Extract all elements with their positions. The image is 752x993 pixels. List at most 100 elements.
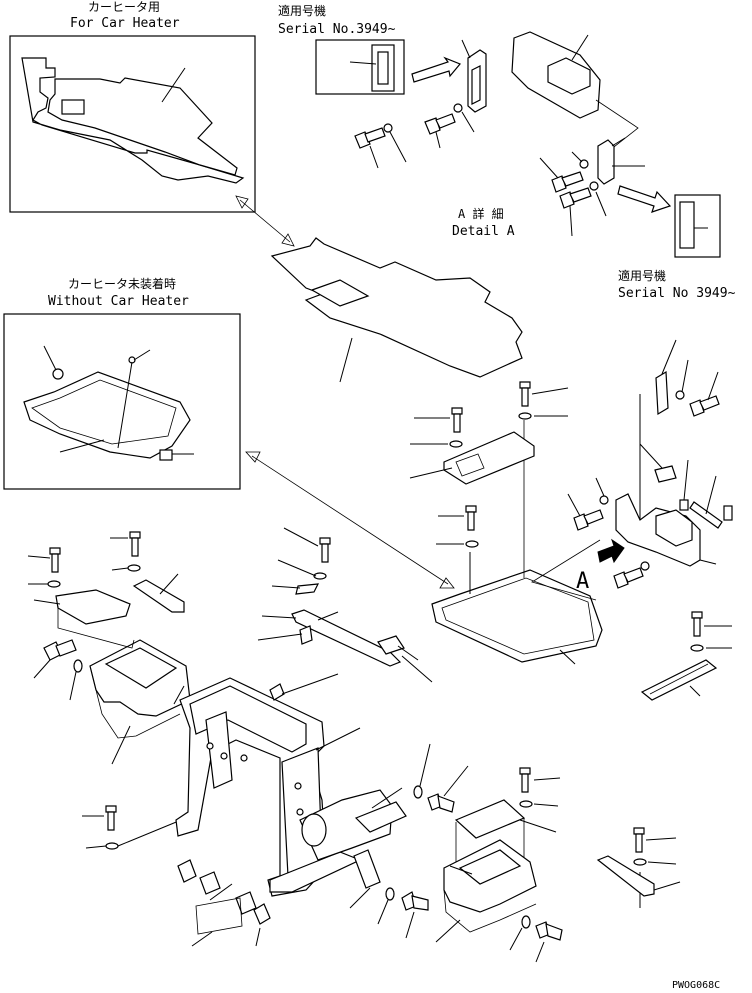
leader-line (443, 765, 469, 797)
right-step-components (413, 743, 681, 963)
bolt (427, 793, 455, 813)
main-floor-mat (270, 237, 523, 383)
left-components (27, 531, 191, 850)
leader-line (683, 459, 689, 501)
leader-line (653, 881, 681, 891)
leader-line (436, 515, 471, 594)
car-heater-frame (9, 35, 256, 213)
car-heater-title-jp: カーヒータ用 (88, 0, 160, 14)
detail-title-jp: A 詳 細 (458, 206, 504, 221)
bushing (235, 891, 257, 915)
bolt (551, 171, 584, 193)
leader-line (419, 743, 431, 787)
leader-line (281, 673, 361, 751)
bolt (633, 827, 645, 853)
leader-line (43, 345, 194, 455)
leader-line (371, 787, 403, 809)
leader-line (110, 537, 129, 571)
bushings (177, 849, 429, 947)
bolt (129, 531, 141, 557)
pivot-boss (301, 813, 327, 847)
bolt (519, 381, 531, 407)
detail-title-en: Detail A (452, 224, 515, 239)
leader-line (681, 359, 719, 401)
leader-line (33, 599, 61, 605)
strip (689, 501, 723, 529)
serial-frame-right (674, 194, 721, 258)
washer (465, 540, 479, 548)
stand-top-panel (189, 685, 307, 753)
view-marker-a: A (576, 569, 589, 594)
floor-plate (23, 371, 191, 459)
detail-a-assembly (354, 31, 639, 169)
serial-jp-top: 適用号機 (278, 3, 326, 18)
hole (240, 754, 248, 762)
serial-frame-top (315, 39, 405, 95)
leader-line (539, 151, 583, 179)
clip (52, 368, 64, 380)
drawing-code: PWOG068C (672, 980, 720, 991)
center-strips (257, 527, 433, 683)
catch-plate-slot (471, 65, 481, 105)
washer (47, 580, 61, 588)
bolt (691, 611, 703, 637)
leader-line (369, 131, 407, 169)
leader-line (461, 39, 471, 59)
bolt (43, 639, 77, 661)
assembly-guide (57, 606, 135, 649)
bolt (613, 567, 644, 589)
washer (518, 412, 532, 420)
bolt (401, 891, 429, 911)
heater-mat-upper (47, 77, 238, 176)
leader-line (435, 865, 473, 943)
washer (313, 572, 327, 580)
leader-line (533, 777, 561, 807)
hinge-rail (132, 579, 185, 613)
view-arrow-icon (597, 538, 625, 564)
strip-wedge (377, 635, 405, 655)
washer (453, 103, 463, 113)
washer (449, 440, 463, 448)
washer (127, 564, 141, 572)
latch-small (679, 201, 695, 249)
leader-line (27, 555, 51, 585)
bolt (519, 767, 531, 793)
leader-line (519, 819, 557, 833)
hole (294, 782, 302, 790)
leader-line (111, 685, 185, 765)
washer (599, 495, 609, 505)
leader-line (409, 467, 453, 479)
washer (633, 858, 647, 866)
mat-recess (310, 279, 370, 307)
leader-line (33, 659, 77, 701)
leader-line (689, 625, 732, 697)
leader-line (161, 67, 186, 103)
car-heater-title-en: For Car Heater (70, 16, 180, 31)
bolt (573, 509, 604, 531)
leader-line (531, 387, 569, 417)
leader-line (159, 573, 179, 595)
washer (73, 659, 83, 673)
washer (690, 644, 704, 652)
washer (589, 181, 599, 191)
hinge-plate (655, 370, 669, 416)
mat-cutout (61, 99, 85, 115)
leader-line (559, 649, 576, 665)
floor-plate-inner (441, 577, 595, 655)
bolt (689, 395, 720, 417)
leader-line (339, 337, 353, 383)
leader-line (82, 815, 187, 849)
assembly-guide (455, 818, 525, 862)
washer (675, 390, 685, 400)
arrow-to-detail (411, 56, 461, 83)
no-heater-title-jp: カーヒータ未装着時 (68, 276, 176, 291)
long-strip (291, 609, 402, 667)
leader-line (699, 559, 717, 565)
bushing (177, 859, 197, 883)
bolt (559, 187, 592, 209)
leader-line (191, 883, 261, 947)
bolt (354, 127, 386, 149)
washer (383, 123, 393, 133)
leader-line (349, 887, 371, 909)
leader-line (257, 611, 433, 683)
